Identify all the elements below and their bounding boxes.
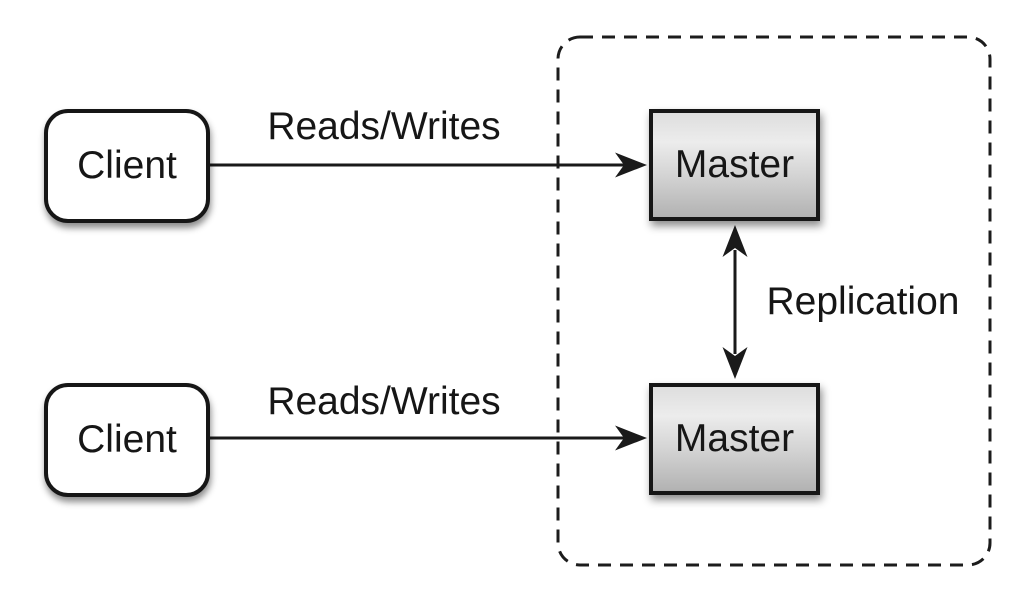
node-client-top: Client — [44, 109, 210, 223]
node-master-top: Master — [649, 109, 820, 221]
node-master-bottom-label: Master — [674, 417, 795, 460]
arrowhead-up-icon — [722, 225, 748, 257]
arrowhead-right-icon — [615, 425, 647, 451]
edge-label-reads-writes-top: Reads/Writes — [267, 105, 501, 148]
node-client-top-label: Client — [77, 144, 177, 187]
node-master-top-label: Master — [674, 143, 795, 186]
arrow-reads-writes-top — [210, 152, 647, 178]
replication-boundary — [556, 35, 992, 567]
arrow-replication — [722, 225, 748, 379]
arrowhead-down-icon — [722, 347, 748, 379]
arrowhead-right-icon — [615, 152, 647, 178]
node-master-bottom: Master — [649, 383, 820, 495]
edge-label-reads-writes-bottom: Reads/Writes — [267, 380, 501, 423]
edge-label-replication: Replication — [766, 280, 960, 323]
arrow-reads-writes-bottom — [210, 425, 647, 451]
node-client-bottom-label: Client — [77, 418, 177, 461]
node-client-bottom: Client — [44, 383, 210, 497]
